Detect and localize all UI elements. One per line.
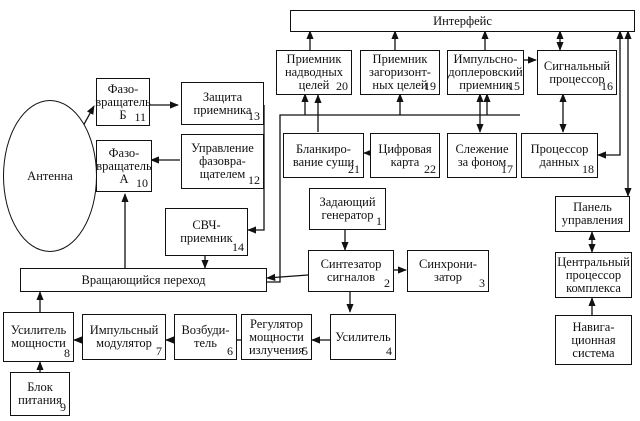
wire-synth-rotary xyxy=(266,273,309,282)
synchronizer: Синхрони- затор 3 xyxy=(407,250,489,292)
amplifier: Усилитель 4 xyxy=(330,314,396,360)
receiver-protection: Защита приемника 13 xyxy=(181,82,264,125)
radiation-power-regulator: Регулятор мощности излучения 5 xyxy=(241,314,312,360)
interface-label: Интерфейс xyxy=(433,13,492,28)
phase-shifter-a: Фазо- вращатель А 10 xyxy=(96,140,152,192)
land-blanking: Бланкиро- вание суши 21 xyxy=(283,133,364,178)
wire-protect-microwave xyxy=(247,105,265,234)
data-processor: Процессор данных 18 xyxy=(521,133,598,178)
power-supply: Блок питания 9 xyxy=(10,372,70,416)
exciter: Возбуди- тель 6 xyxy=(174,314,237,360)
digital-map: Цифровая карта 22 xyxy=(370,133,440,178)
interface-bus: Интерфейс xyxy=(290,10,635,32)
antenna-label: Антенна xyxy=(27,168,73,183)
pulse-modulator: Импульсный модулятор 7 xyxy=(82,314,166,360)
navigation-system: Навига- ционная система xyxy=(555,315,632,365)
microwave-receiver: СВЧ- приемник 14 xyxy=(165,208,248,256)
power-amplifier: Усилитель мощности 8 xyxy=(3,312,74,362)
wire-interface-dataproc xyxy=(597,30,624,159)
signal-processor: Сигнальный процессор 16 xyxy=(537,50,617,95)
control-panel: Панель управления xyxy=(555,196,630,232)
surface-target-receiver: Приемник надводных целей 20 xyxy=(276,50,352,95)
signal-synthesizer: Синтезатор сигналов 2 xyxy=(308,250,394,292)
central-processor: Центральный процессор комплекса xyxy=(555,252,632,298)
antenna: Антенна xyxy=(3,100,97,252)
pulse-doppler-receiver: Импульсно- доплеровский приемник 15 xyxy=(447,50,524,95)
phase-shifter-b: Фазо- вращатель Б 11 xyxy=(95,78,151,126)
background-tracking: Слежение за фоном 17 xyxy=(447,133,517,178)
phase-shifter-control: Управление фазовра- щателем 12 xyxy=(181,134,264,189)
over-horizon-receiver: Приемник загоризонт- ных целей 19 xyxy=(360,50,440,95)
rotary-joint: Вращающийся переход xyxy=(20,268,267,292)
master-generator: Задающий генератор 1 xyxy=(309,188,386,230)
